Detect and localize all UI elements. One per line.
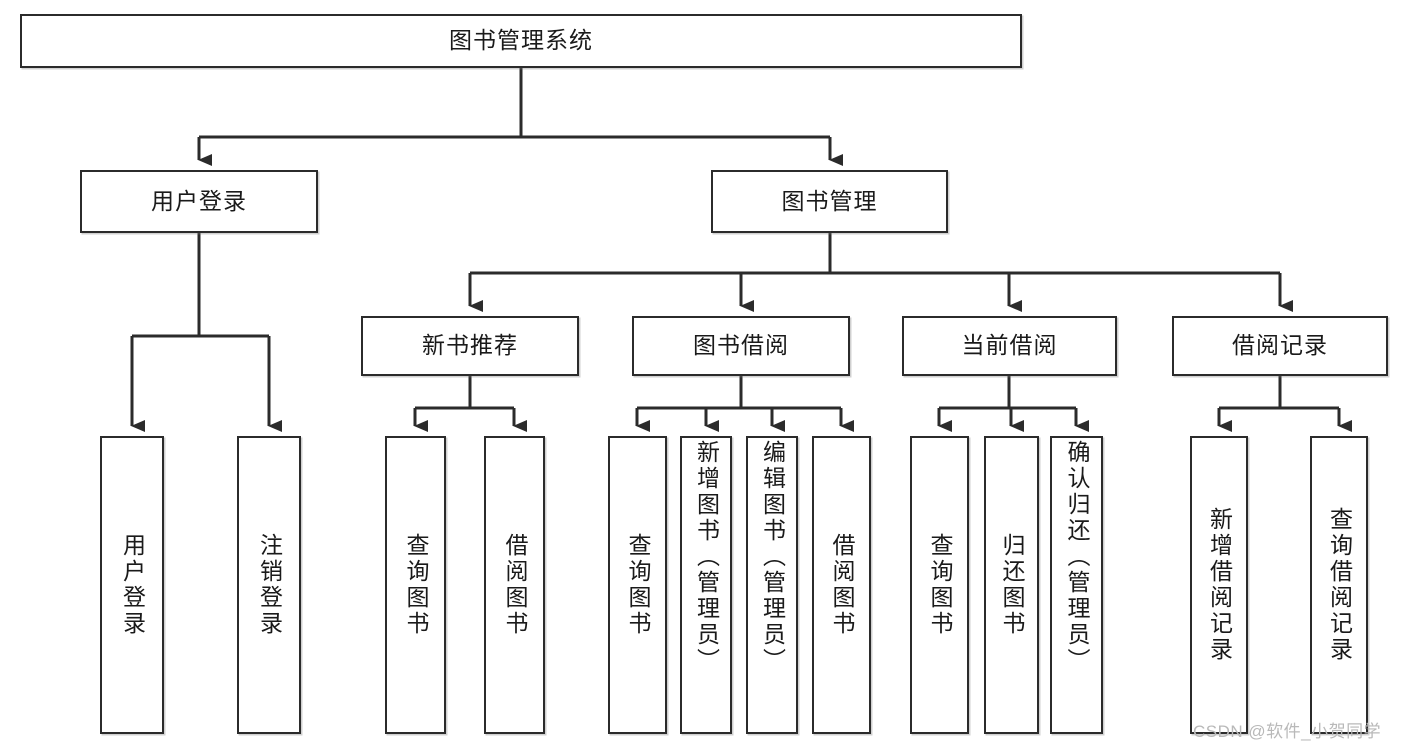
leaf-borrow-books[interactable]: 借阅图书 bbox=[812, 436, 871, 734]
leaf-logout[interactable]: 注销登录 bbox=[237, 436, 301, 734]
leaf-borrow-books-recommend[interactable]: 借阅图书 bbox=[484, 436, 545, 734]
node-book-borrow[interactable]: 图书借阅 bbox=[632, 316, 850, 376]
node-new-book-recommend[interactable]: 新书推荐 bbox=[361, 316, 579, 376]
node-root[interactable]: 图书管理系统 bbox=[20, 14, 1022, 68]
leaf-user-login[interactable]: 用户登录 bbox=[100, 436, 164, 734]
leaf-query-borrow-record[interactable]: 查询借阅记录 bbox=[1310, 436, 1368, 734]
csdn-watermark: CSDN @软件_小贺同学 bbox=[1193, 722, 1382, 741]
leaf-query-books-current[interactable]: 查询图书 bbox=[910, 436, 969, 734]
leaf-add-book-admin[interactable]: 新增图书（管理员） bbox=[680, 436, 732, 734]
leaf-query-books-borrow[interactable]: 查询图书 bbox=[608, 436, 667, 734]
node-book-management[interactable]: 图书管理 bbox=[711, 170, 948, 233]
leaf-confirm-return-admin[interactable]: 确认归还（管理员） bbox=[1050, 436, 1103, 734]
node-current-borrow[interactable]: 当前借阅 bbox=[902, 316, 1117, 376]
leaf-edit-book-admin[interactable]: 编辑图书（管理员） bbox=[746, 436, 798, 734]
leaf-add-borrow-record[interactable]: 新增借阅记录 bbox=[1190, 436, 1248, 734]
node-borrow-records[interactable]: 借阅记录 bbox=[1172, 316, 1388, 376]
leaf-return-books[interactable]: 归还图书 bbox=[984, 436, 1039, 734]
node-user-login[interactable]: 用户登录 bbox=[80, 170, 318, 233]
leaf-query-books-recommend[interactable]: 查询图书 bbox=[385, 436, 446, 734]
